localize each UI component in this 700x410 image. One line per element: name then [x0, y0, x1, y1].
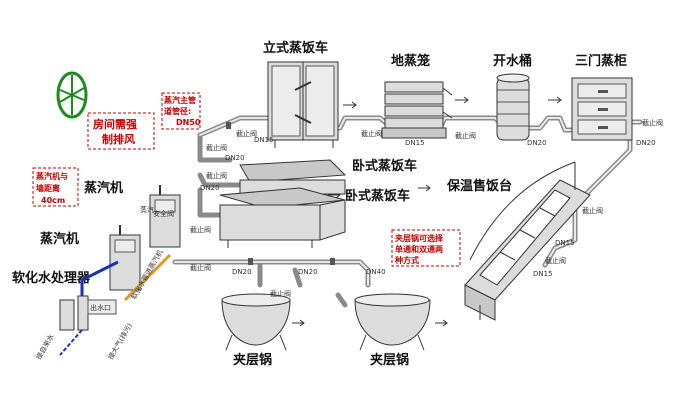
note-kettle-line1: 夹层锅可选择: [395, 233, 444, 243]
floor-steamer: [381, 81, 453, 139]
pipe-label-dn20-e: DN20: [232, 268, 252, 276]
steam-machine-2: [109, 225, 141, 291]
label-tap-water-in: 接自来水: [34, 332, 56, 361]
valve-label-11: 截止阀: [545, 256, 566, 265]
pipe-label-dn15-b: DN15: [405, 139, 425, 147]
vertical-steamer-cart: [267, 61, 339, 148]
flow-arrows: [292, 96, 562, 327]
softened-water-pipe-blue: [80, 260, 119, 296]
note-steam-main-line1: 蒸汽主管: [164, 95, 196, 105]
note-kettle-line2: 单通和双通两: [395, 244, 443, 254]
valve-label-7: 截止阀: [190, 225, 211, 234]
pipe-label-dn20-a: DN20: [225, 154, 245, 162]
valve-label-1: 截止阀: [236, 129, 257, 138]
valve-label-10: 截止阀: [582, 206, 603, 215]
valve-label-8: 截止阀: [190, 263, 211, 272]
pipe-label-dn15-a: DN15: [254, 136, 274, 144]
label-steam-gauge: 蒸汽: [140, 205, 154, 214]
note-steam-main-line3: DN50: [176, 118, 201, 127]
label-jacketed-kettle-1: 夹层锅: [233, 352, 272, 368]
pipe-label-dn15-c: DN15: [555, 239, 575, 247]
valve-label-4: 截止阀: [642, 118, 663, 127]
label-vertical-steamer-cart: 立式蒸饭车: [263, 40, 328, 56]
valve-label-9: 截止阀: [270, 289, 291, 298]
label-horizontal-steamer-cart-2: 卧式蒸饭车: [345, 188, 410, 204]
tap-water-pipe: [59, 329, 83, 356]
note-box-kettle: [391, 229, 461, 267]
pipe-label-dn20-c: DN20: [527, 139, 547, 147]
note-exhaust-line1: 房间需强: [93, 117, 137, 131]
label-steam-machine-2: 蒸汽机: [40, 231, 79, 247]
valve-label-6: 截止阀: [206, 171, 227, 180]
label-horizontal-steamer-cart-1: 卧式蒸饭车: [352, 158, 417, 174]
softened-water-pipe-orange: [123, 253, 172, 302]
note-box-exhaust: [87, 112, 155, 150]
jacketed-kettle-2: [354, 293, 431, 351]
pipe-label-dn20-f: DN20: [298, 268, 318, 276]
note-box-distance: [32, 167, 79, 207]
water-boiler: [496, 73, 530, 141]
horizontal-steamer-cart-1: [239, 159, 347, 195]
note-distance-line2: 墙距离: [36, 183, 60, 193]
valve-label-2: 截止阀: [361, 129, 382, 138]
note-distance-line3: 40cm: [41, 196, 65, 205]
pipe-label-dn15-d: DN15: [533, 270, 553, 278]
label-warming-counter: 保温售饭台: [446, 178, 512, 194]
valve-label-5: 截止阀: [206, 143, 227, 152]
note-steam-main-line2: 道管径:: [164, 106, 191, 116]
label-three-door-cabinet: 三门蒸柜: [575, 53, 627, 69]
label-jacketed-kettle-2: 夹层锅: [370, 352, 409, 368]
label-water-softener: 软化水处理器: [12, 270, 91, 286]
three-door-cabinet: [571, 77, 633, 141]
pipe-label-dn20-d: DN20: [636, 139, 656, 147]
label-drain: 接大气(排污): [106, 321, 134, 361]
label-water-boiler: 开水桶: [493, 53, 532, 69]
label-floor-steamer: 地蒸笼: [391, 53, 430, 69]
steam-machine-1: [149, 185, 181, 248]
note-exhaust-line2: 制排风: [102, 132, 135, 146]
label-steam-machine-1: 蒸汽机: [84, 180, 123, 196]
label-water-outlet: 出水口: [90, 303, 111, 312]
jacketed-kettle-1: [221, 293, 291, 351]
horizontal-steamer-cart-2: [219, 187, 346, 248]
label-safety-valve: 安全阀: [153, 209, 174, 218]
warming-counter: [464, 161, 591, 321]
valve-label-3: 截止阀: [455, 131, 476, 140]
note-box-steam-main: [161, 92, 201, 130]
note-distance-line1: 蒸汽机与: [36, 171, 68, 181]
water-softener: [59, 295, 117, 331]
pipe-label-dn20-b: DN20: [200, 184, 220, 192]
exhaust-fan-icon: [56, 71, 88, 119]
pipe-label-dn40: DN40: [366, 268, 386, 276]
note-kettle-line3: 种方式: [394, 255, 419, 265]
